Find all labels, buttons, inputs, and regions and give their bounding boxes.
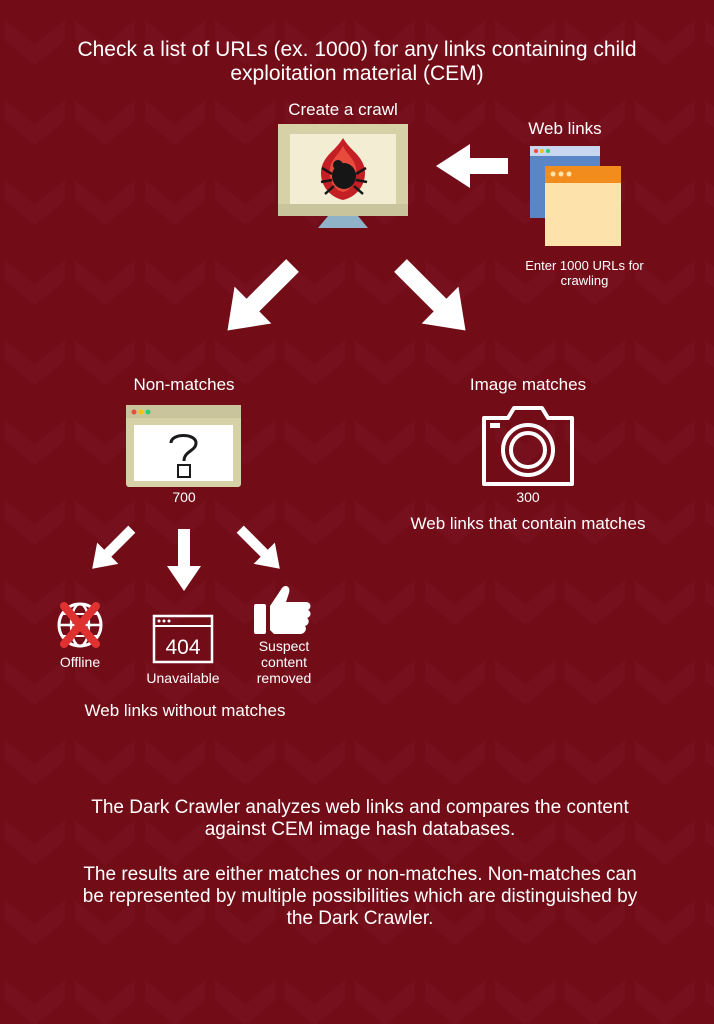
diagram-title: Check a list of URLs (ex. 1000) for any … xyxy=(77,38,637,85)
error-404-icon: 404 xyxy=(152,614,214,664)
thumbs-up-icon xyxy=(254,585,311,634)
browser-window-icon xyxy=(530,146,621,246)
non-matches-label: Non-matches xyxy=(133,375,235,394)
globe-offline-icon xyxy=(57,602,103,648)
arrow-icon xyxy=(167,529,201,591)
arrow-icon xyxy=(92,525,136,569)
removed-label: Suspect content removed xyxy=(256,638,312,686)
description-paragraph-1: The Dark Crawler analyzes web links and … xyxy=(91,797,629,840)
monitor-icon xyxy=(278,124,408,228)
error-code-text: 404 xyxy=(165,636,200,659)
arrow-icon xyxy=(394,259,466,331)
unavailable-label: Unavailable xyxy=(146,670,220,686)
image-matches-label: Image matches xyxy=(469,375,587,394)
outcomes-summary: Web links without matches xyxy=(84,701,286,720)
crawler-logo-icon xyxy=(320,138,368,200)
arrow-icon xyxy=(236,525,280,569)
camera-icon xyxy=(482,406,574,486)
question-browser-icon xyxy=(126,405,241,487)
web-links-caption: Enter 1000 URLs for crawling xyxy=(525,258,644,288)
image-matches-caption: Web links that contain matches xyxy=(410,514,646,533)
image-matches-count: 300 xyxy=(516,489,540,505)
create-crawl-label: Create a crawl xyxy=(288,100,398,119)
arrow-icon xyxy=(436,144,508,188)
non-matches-count: 700 xyxy=(172,489,196,505)
web-links-label: Web links xyxy=(528,119,602,138)
description-paragraph-2: The results are either matches or non-ma… xyxy=(82,864,638,929)
arrow-icon xyxy=(227,259,299,331)
offline-label: Offline xyxy=(59,654,101,670)
